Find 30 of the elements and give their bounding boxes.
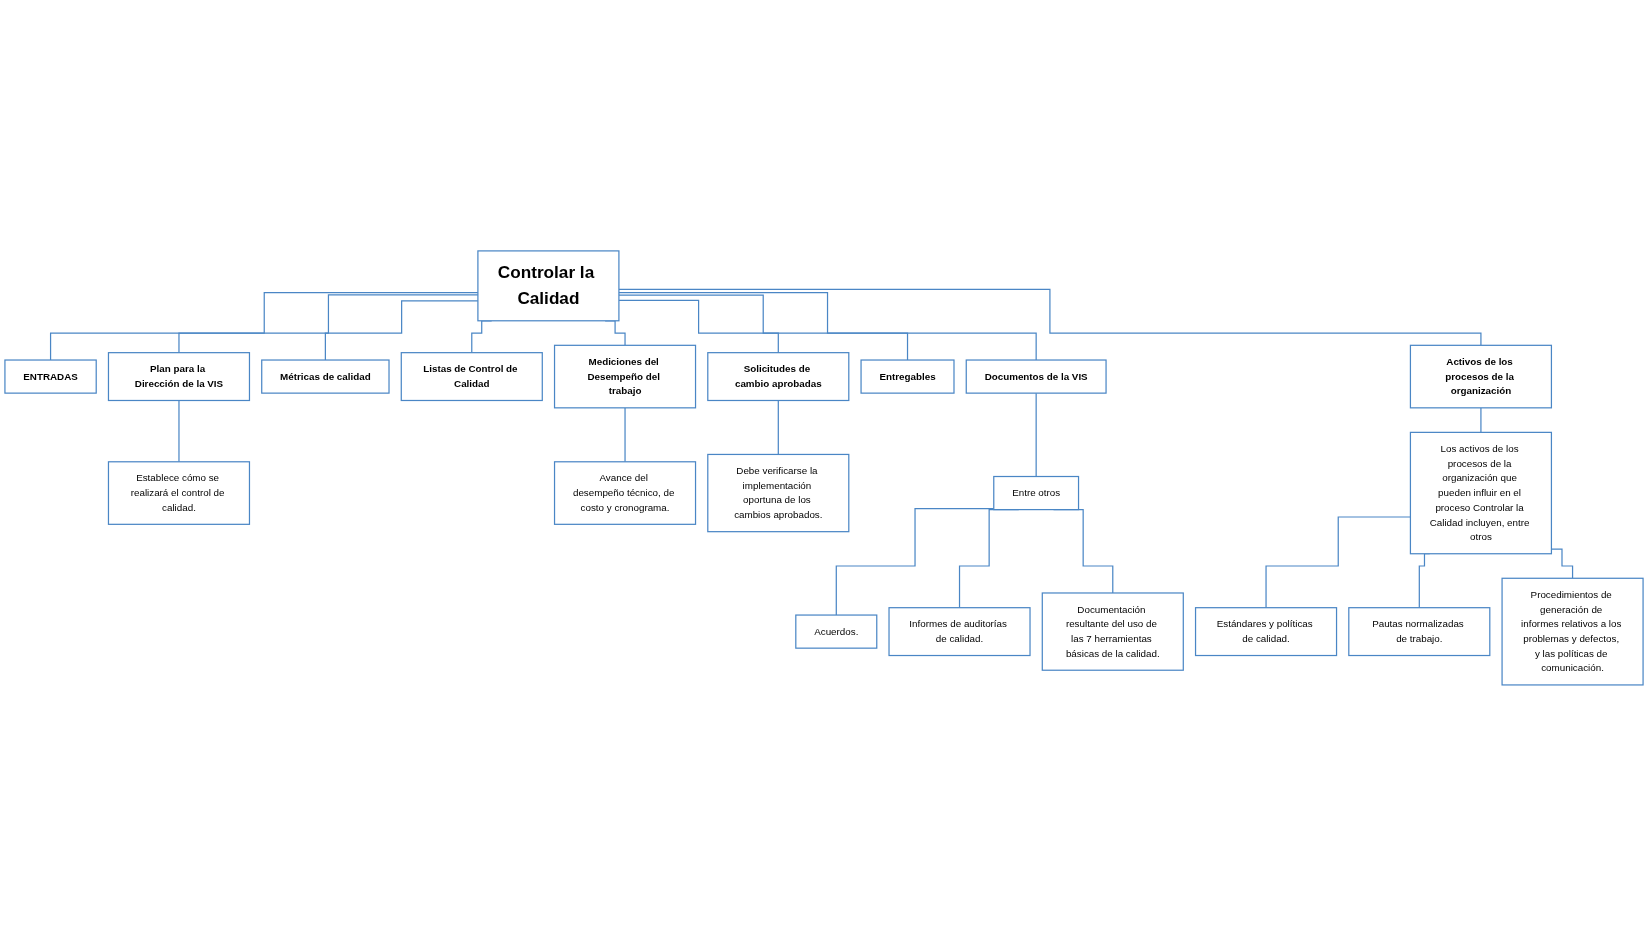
connector — [618, 288, 1482, 346]
node-box: Solicitudes de cambio aprobadas — [707, 352, 850, 402]
node-box: Informes de auditorías de calidad. — [888, 607, 1031, 657]
node-box: Mediciones del Desempeño del trabajo — [553, 344, 697, 409]
node-box: Debe verificarse la implementación oportuna de los cambios aprobados. — [707, 453, 850, 533]
node-box: Establece cómo se realizará el control de calidad. — [107, 461, 251, 525]
node-box: Activos de los procesos de la organización — [1409, 344, 1553, 409]
node-box: Plan para la Dirección de la VIS — [107, 352, 251, 402]
node-box: Procedimientos de generación de informes relativos a los problemas y defectos, y las políticas de comunicación. — [1501, 577, 1644, 686]
connector — [618, 294, 909, 361]
connector — [618, 292, 1037, 361]
node-box: Listas de Control de Calidad — [400, 352, 543, 402]
node-box: Documentación resultante del uso de las 7 herramientas básicas de la calidad. — [1041, 592, 1184, 671]
node-box: Estándares y políticas de calidad. — [1194, 607, 1338, 657]
node-box: Documentos de la VIS — [965, 359, 1107, 394]
node-box: Avance del desempeño técnico, de costo y cronograma. — [553, 461, 697, 525]
node-box: Entregables — [860, 359, 955, 394]
node-box: Métricas de calidad — [261, 359, 390, 394]
node-box: Acuerdos. — [795, 614, 878, 649]
connector — [1480, 407, 1482, 434]
node-box: Pautas normalizadas de trabajo. — [1348, 607, 1491, 657]
connector — [624, 407, 626, 463]
connector — [777, 399, 779, 456]
connector — [178, 399, 180, 463]
node-box: Entre otros — [993, 475, 1080, 511]
connector — [618, 299, 779, 354]
node-box: Controlar la Calidad — [477, 250, 620, 322]
connector — [1035, 392, 1037, 478]
node-box: Los activos de los procesos de la organización que pueden influir en el proceso Controlar la Calidad incluyen, entre otros — [1409, 431, 1553, 555]
node-box: ENTRADAS — [4, 359, 97, 394]
